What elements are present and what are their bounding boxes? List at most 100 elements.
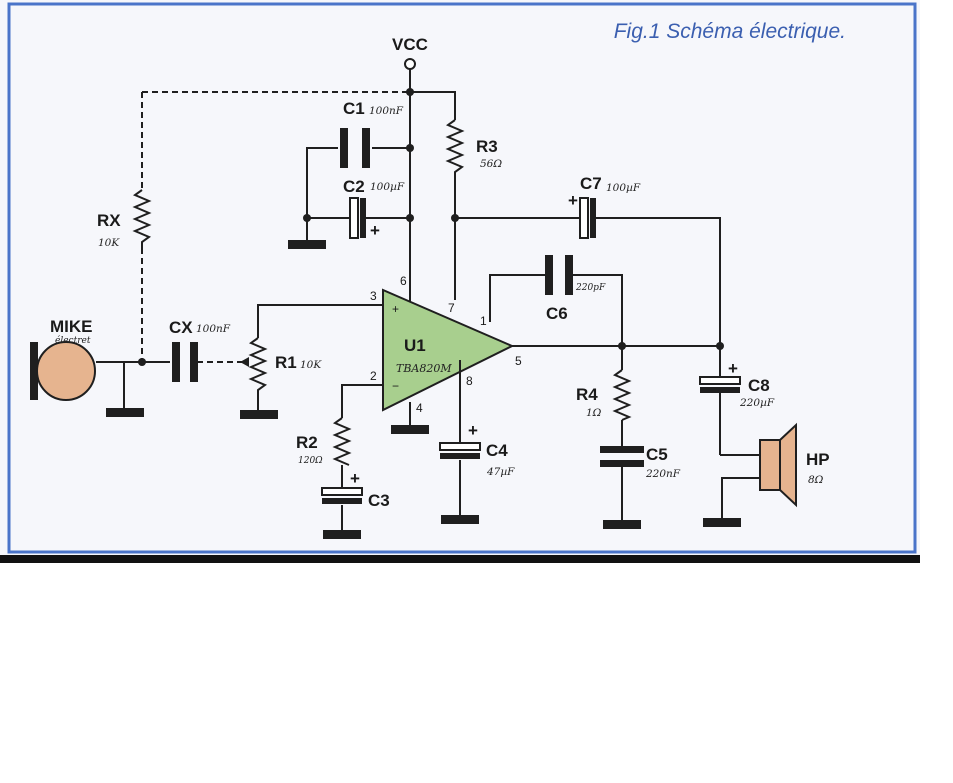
mic-ref: MIKE: [50, 317, 93, 336]
r2-resistor: [332, 417, 352, 466]
c4-plate-hollow: [439, 442, 481, 451]
c5-value: 220nF: [645, 468, 681, 480]
ground-mic: [106, 408, 144, 417]
opamp-minus-sign: −: [392, 379, 399, 393]
r4-ref: R4: [576, 385, 598, 404]
mic-back-plate: [30, 342, 38, 400]
rx-resistor: [132, 189, 152, 248]
opamp-plus-sign: +: [392, 302, 399, 316]
c5-plate-b: [600, 460, 644, 467]
pin-7: 7: [448, 301, 455, 315]
c7-ref: C7: [580, 174, 602, 193]
u1-ref: U1: [404, 336, 426, 355]
c4-plate-solid: [440, 453, 480, 459]
rx-ref: RX: [97, 211, 121, 230]
r2-ref: R2: [296, 433, 318, 452]
figure-title: Fig.1 Schéma électrique.: [614, 20, 846, 43]
c6-ref: C6: [546, 304, 568, 323]
c2-plate-hollow: [349, 197, 359, 239]
hp-ref: HP: [806, 450, 830, 469]
c7-plate-hollow: [579, 197, 589, 239]
speaker-body: [759, 439, 781, 491]
c7-plate-solid: [590, 198, 596, 238]
wire-pin2-r2: [341, 384, 385, 418]
r1-resistor: [248, 337, 268, 392]
r4-value: 1Ω: [586, 407, 602, 419]
vcc-label: VCC: [392, 35, 428, 54]
pin-3: 3: [370, 289, 377, 303]
r3-ref: R3: [476, 137, 498, 156]
junction-dots: [138, 88, 724, 366]
c3-plus: +: [350, 469, 360, 488]
c7-plus: +: [568, 191, 578, 210]
c8-ref: C8: [748, 376, 770, 395]
c6-plate-a: [545, 255, 553, 295]
wire-c7-right: [596, 217, 721, 378]
hp-value: 8Ω: [808, 474, 824, 486]
c2-ref: C2: [343, 177, 365, 196]
mic-electret-symbol: [36, 341, 96, 401]
mic-value: électret: [55, 335, 91, 346]
pin-4: 4: [416, 401, 423, 415]
r1-ref: R1: [275, 353, 297, 372]
ground-pin4: [391, 425, 429, 434]
c8-plate-solid: [700, 387, 740, 393]
c3-ref: C3: [368, 491, 390, 510]
wire-hp-gnd: [721, 477, 760, 518]
c4-ref: C4: [486, 441, 508, 460]
c1-value: 100nF: [369, 105, 404, 117]
c6-value: 220pF: [575, 283, 606, 293]
cx-value: 100nF: [196, 323, 231, 335]
ground-c3: [323, 530, 361, 539]
c8-plus: +: [728, 359, 738, 378]
r2-value: 120Ω: [298, 456, 323, 466]
pin-8: 8: [466, 374, 473, 388]
c1-plate-a: [340, 128, 348, 168]
wire-vcc-r3: [410, 91, 456, 120]
c5-ref: C5: [646, 445, 668, 464]
pin-5: 5: [515, 354, 522, 368]
cx-plate-a: [172, 342, 180, 382]
u1-part: TBA820M: [396, 362, 452, 375]
c1-plate-b: [362, 128, 370, 168]
wire-c6-left: [489, 274, 545, 322]
ground-c2: [288, 240, 326, 249]
c6-plate-b: [565, 255, 573, 295]
r4-resistor: [612, 369, 632, 421]
opamp-u1: [382, 288, 515, 412]
ground-c4: [441, 515, 479, 524]
c7-value: 100µF: [606, 182, 641, 194]
ground-hp: [703, 518, 741, 527]
cx-plate-b: [190, 342, 198, 382]
c2-plate-solid: [360, 198, 366, 238]
rx-value: 10K: [98, 237, 120, 249]
r3-resistor: [445, 119, 465, 175]
r1-wiper-arrow: [240, 357, 249, 367]
c4-plus: +: [468, 421, 478, 440]
wire-c1-left: [306, 147, 338, 218]
c4-value: 47µF: [486, 466, 515, 478]
c8-plate-hollow: [699, 376, 741, 385]
pin-2: 2: [370, 369, 377, 383]
c2-value: 100µF: [370, 181, 405, 193]
c3-plate-hollow: [321, 487, 363, 496]
ground-c5: [603, 520, 641, 529]
r1-value: 10K: [300, 359, 322, 371]
c2-plus: +: [370, 221, 380, 240]
cx-ref: CX: [169, 318, 193, 337]
figure-frame: [7, 2, 917, 554]
speaker-cone: [779, 422, 797, 508]
bottom-rule: [0, 555, 920, 563]
vcc-terminal: [404, 58, 416, 70]
wire-c6-right: [572, 274, 623, 346]
c3-plate-solid: [322, 498, 362, 504]
wire-r1-pin3: [257, 304, 385, 338]
r3-value: 56Ω: [480, 158, 502, 170]
ground-r1: [240, 410, 278, 419]
c8-value: 220µF: [739, 397, 775, 409]
c1-ref: C1: [343, 99, 365, 118]
pin-1: 1: [480, 314, 487, 328]
pin-6: 6: [400, 274, 407, 288]
